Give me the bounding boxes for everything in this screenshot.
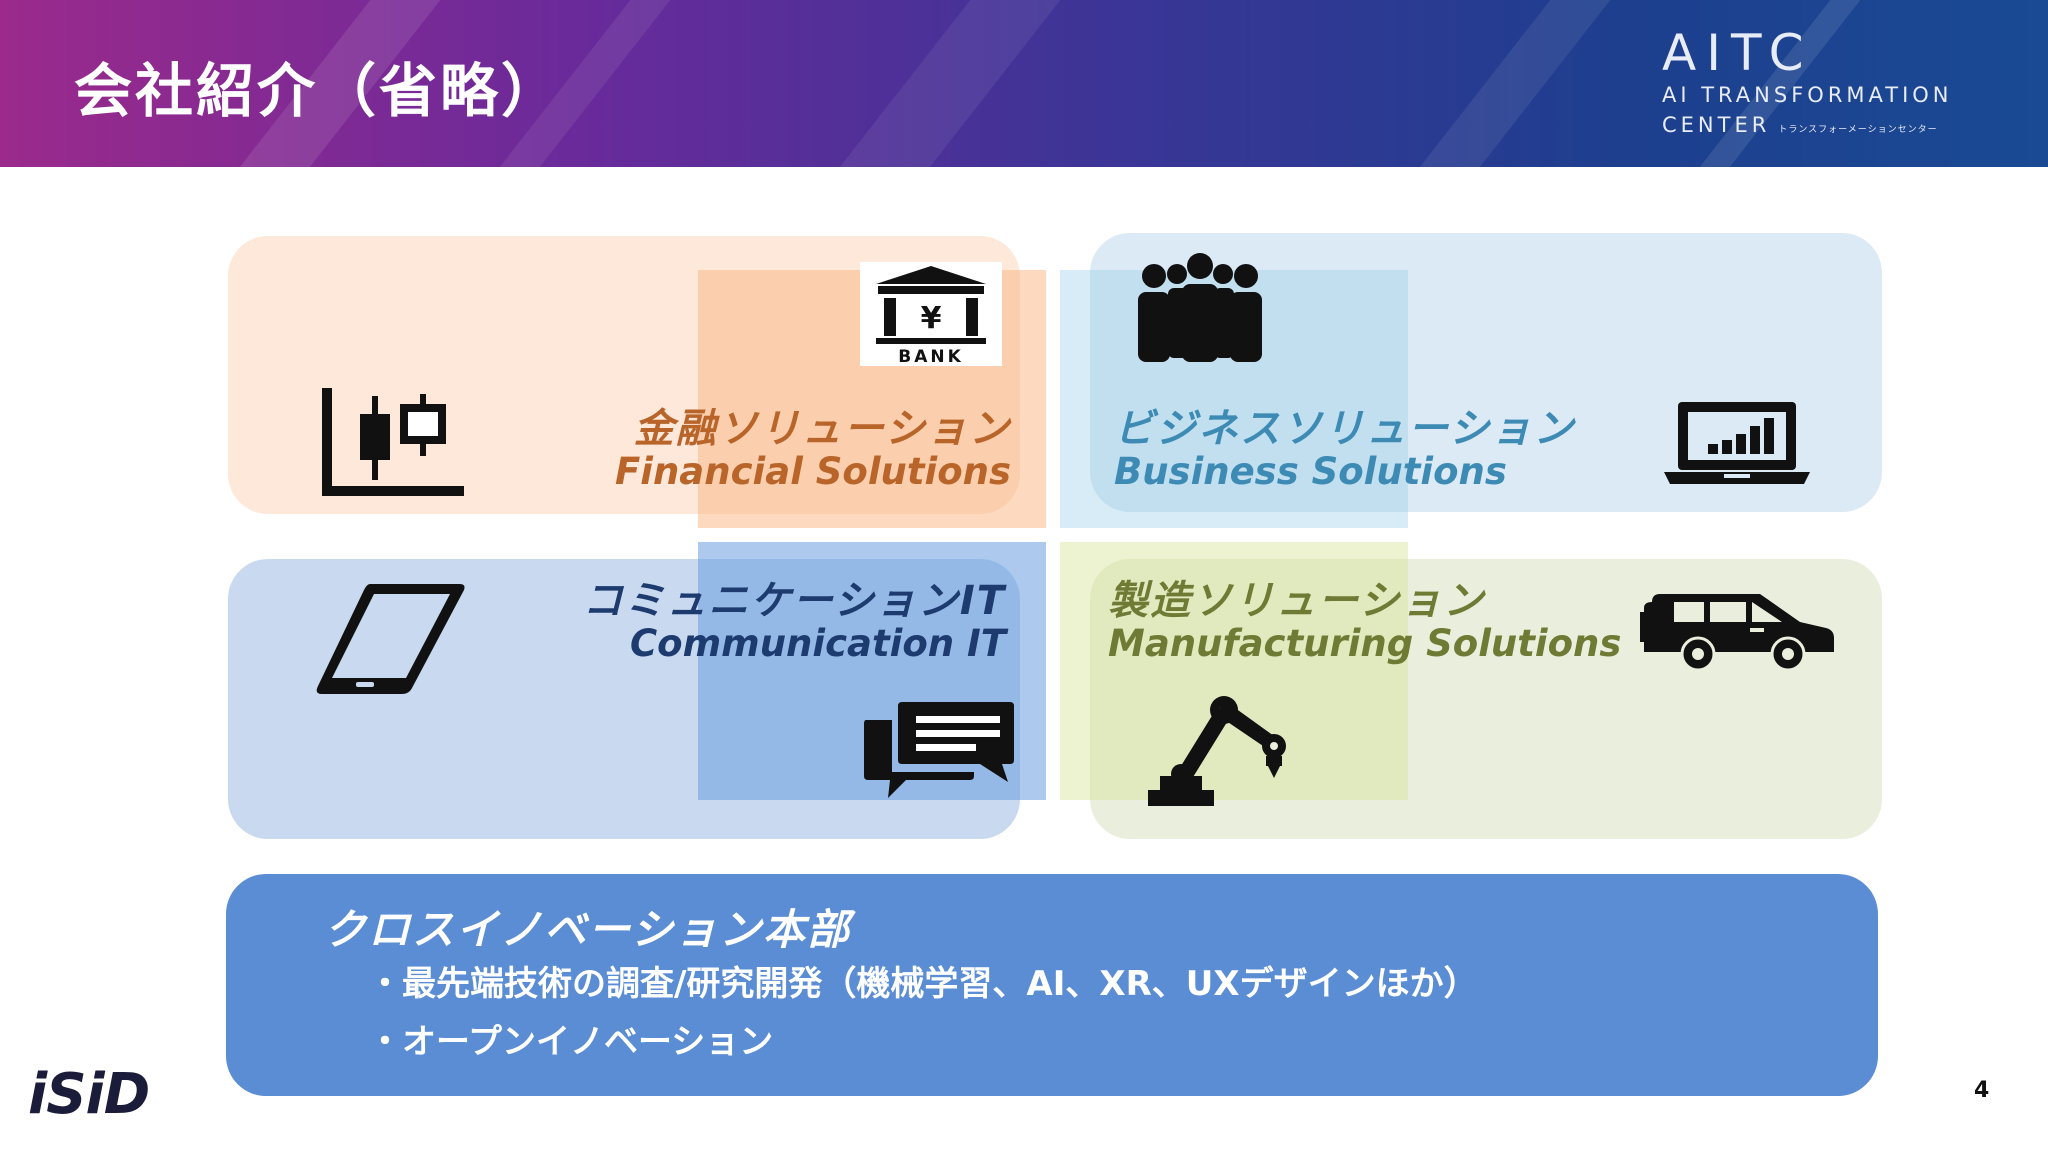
cross-innovation-panel: クロスイノベーション本部 ・最先端技術の調査/研究開発（機械学習、AI、XR、U… bbox=[226, 874, 1878, 1096]
aitc-logo: AITC AI TRANSFORMATION CENTER トランスフォーメーショ… bbox=[1662, 26, 1953, 145]
bank-icon: ¥ BANK bbox=[860, 262, 1002, 367]
bank-label: BANK bbox=[898, 347, 964, 366]
logo-line2: CENTER トランスフォーメーションセンター bbox=[1662, 110, 1953, 145]
logo-kana: トランスフォーメーションセンター bbox=[1778, 125, 1938, 135]
communication-title-jp: コミュニケーションIT bbox=[582, 578, 1006, 624]
business-title-jp: ビジネスソリューション bbox=[1114, 406, 1576, 452]
financial-title-en: Financial Solutions bbox=[615, 450, 1011, 493]
robot-arm-icon bbox=[1146, 692, 1292, 812]
svg-text:¥: ¥ bbox=[921, 301, 942, 336]
communication-title-en: Communication IT bbox=[630, 622, 1006, 665]
logo-line2-text: CENTER bbox=[1662, 113, 1771, 137]
cross-innovation-title: クロスイノベーション本部 bbox=[324, 905, 852, 954]
cross-innovation-bullet: ・オープンイノベーション bbox=[368, 1022, 774, 1062]
logo-main-text: AITC bbox=[1662, 24, 1814, 82]
people-group-icon bbox=[1132, 252, 1268, 368]
manufacturing-title-en: Manufacturing Solutions bbox=[1108, 622, 1622, 665]
logo-line1: AI TRANSFORMATION bbox=[1662, 83, 1953, 107]
suv-car-icon bbox=[1640, 588, 1836, 676]
chat-bubbles-icon bbox=[862, 700, 1016, 804]
slide-title: 会社紹介（省略） bbox=[74, 57, 563, 125]
business-title-en: Business Solutions bbox=[1114, 450, 1507, 493]
circle-segment-manufacturing bbox=[1060, 542, 1408, 800]
header-banner: 会社紹介（省略） AITC AI TRANSFORMATION CENTER トラ… bbox=[0, 0, 2048, 167]
isid-logo: iSiD bbox=[28, 1062, 150, 1127]
laptop-chart-icon bbox=[1662, 400, 1812, 490]
candlestick-chart-icon bbox=[320, 386, 466, 502]
financial-title-jp: 金融ソリューション bbox=[633, 406, 1011, 452]
cross-innovation-bullet: ・最先端技術の調査/研究開発（機械学習、AI、XR、UXデザインほか） bbox=[368, 964, 1478, 1004]
manufacturing-title-jp: 製造ソリューション bbox=[1108, 578, 1486, 624]
tablet-icon bbox=[312, 580, 466, 702]
page-number: 4 bbox=[1974, 1078, 1990, 1103]
